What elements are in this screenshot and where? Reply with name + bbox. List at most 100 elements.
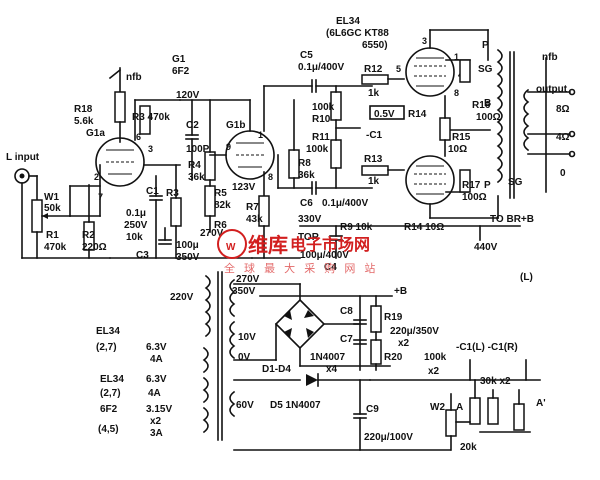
v120-label: 120V: [176, 90, 200, 101]
el34-2-current: 4A: [148, 388, 161, 399]
r8-label: R8: [298, 158, 311, 169]
el34-2-voltage: 6.3V: [146, 374, 167, 385]
out-8-label: 8Ω: [556, 104, 570, 115]
d1-part: 1N4007: [310, 352, 345, 363]
r16-resistor: [459, 59, 471, 83]
r20-resistor: [370, 339, 382, 365]
r12-label: R12: [364, 64, 383, 75]
g1a-label: G1a: [86, 128, 105, 139]
plus-b-label: +B: [394, 286, 407, 297]
c4-value: 100μ/400V: [300, 250, 349, 261]
g1-label: G1: [172, 54, 186, 65]
f2-voltage: 3.15V: [146, 404, 172, 415]
to-br-b-label: TO BR+B: [490, 214, 534, 225]
r10-label: R10: [312, 114, 331, 125]
w2-pin-a: A: [456, 402, 463, 413]
v440-label: 440V: [474, 242, 498, 253]
plate-p-bottom: P: [484, 180, 491, 191]
f2-pins: (4,5): [98, 424, 119, 435]
r3b-label: R3: [166, 188, 179, 199]
r4-value: 36k: [188, 172, 205, 183]
tr-350-label: 350V: [232, 286, 256, 297]
tr-0v-label: 0V: [238, 352, 251, 363]
d5-label: D5 1N4007: [270, 400, 321, 411]
w2-value: 20k: [460, 442, 477, 453]
c6-label: C6: [300, 198, 313, 209]
output-label: output: [536, 84, 568, 95]
tor-label: TOR: [298, 232, 320, 243]
title-line1: EL34: [336, 16, 360, 27]
g1b-label: G1b: [226, 120, 245, 131]
r4-label: R4: [188, 160, 201, 171]
w1-potentiometer: [31, 199, 43, 233]
c2-value: 100P: [186, 144, 210, 155]
r12-resistor: [361, 74, 389, 85]
r12-value: 1k: [368, 88, 380, 99]
c1lr-label: -C1(L) -C1(R): [456, 342, 518, 353]
c2-label: C2: [186, 120, 199, 131]
g1a-pin6: 6: [136, 132, 141, 142]
bias-resistor-2: [487, 397, 499, 425]
tr-primary-label: 220V: [170, 292, 194, 303]
r3b-value: 10k: [126, 232, 143, 243]
r11-resistor: [330, 139, 342, 169]
plate-p-top: P: [482, 40, 489, 51]
tr-10v-label: 10V: [238, 332, 256, 343]
g1a-pin2: 2: [94, 172, 99, 182]
r15-value: 10Ω: [448, 144, 467, 155]
pin-a-prime: A': [536, 398, 546, 409]
r13-label: R13: [364, 154, 383, 165]
el34-2-label: EL34: [100, 374, 124, 385]
r30k-label: 30k x2: [480, 376, 511, 387]
c3-value: 100μ: [176, 240, 199, 251]
r20-label: R20: [384, 352, 403, 363]
input-label: L input: [6, 152, 40, 163]
c5-value: 0.1μ/400V: [298, 62, 344, 73]
watermark: W 维库 电子市场网 全 球 最 大 采 购 网 站: [217, 229, 378, 275]
r7-label: R7: [246, 202, 259, 213]
tube-el34-bottom: [405, 155, 455, 205]
r2-value: 220Ω: [82, 242, 107, 253]
out-4-label: 4Ω: [556, 132, 570, 143]
r19-value: 220μ/350V: [390, 326, 439, 337]
c4-label: C4: [324, 262, 337, 273]
w2-label: W2: [430, 402, 445, 413]
r18-label: R18: [74, 104, 93, 115]
watermark-slogan: 全 球 最 大 采 购 网 站: [224, 261, 378, 275]
r11-value: 100k: [306, 144, 329, 155]
f2-label: 6F2: [100, 404, 118, 415]
el34-1-current: 4A: [150, 354, 163, 365]
f2-multiplier: x2: [150, 416, 162, 427]
r1-value: 470k: [44, 242, 67, 253]
tube-el34-top: [405, 47, 455, 97]
r17-value: 100Ω: [462, 192, 487, 203]
r7-value: 43k: [246, 214, 263, 225]
sixf2-label: 6F2: [172, 66, 190, 77]
title-line3: 6550): [362, 40, 388, 51]
r6-label: R6: [214, 220, 227, 231]
bias-resistor-3: [513, 403, 525, 431]
nfb-right-label: nfb: [542, 52, 558, 63]
el34-1-voltage: 6.3V: [146, 342, 167, 353]
g1b-pin1: 1: [258, 130, 263, 140]
r14b-label: R14 10Ω: [404, 222, 444, 233]
c7-label: C7: [340, 334, 353, 345]
r2-label: R2: [82, 230, 95, 241]
v0-5-label: 0.5V: [374, 109, 395, 120]
sg-bottom-label: SG: [508, 177, 523, 188]
g1b-pin9: 9: [226, 142, 231, 152]
top-tube-pin3: 3: [422, 36, 427, 46]
r18-resistor: [114, 91, 126, 123]
x4-label: x4: [326, 364, 338, 375]
r13-resistor: [361, 165, 389, 176]
r19-label: R19: [384, 312, 403, 323]
w1-label: W1: [44, 192, 59, 203]
r10-value: 100k: [312, 102, 335, 113]
r15-resistor: [439, 117, 451, 141]
c6-value: 0.1μ/400V: [322, 198, 368, 209]
c5-label: C5: [300, 50, 313, 61]
w2-potentiometer: [445, 409, 457, 437]
r19-resistor: [370, 305, 382, 333]
r3-resistor: [139, 105, 151, 135]
